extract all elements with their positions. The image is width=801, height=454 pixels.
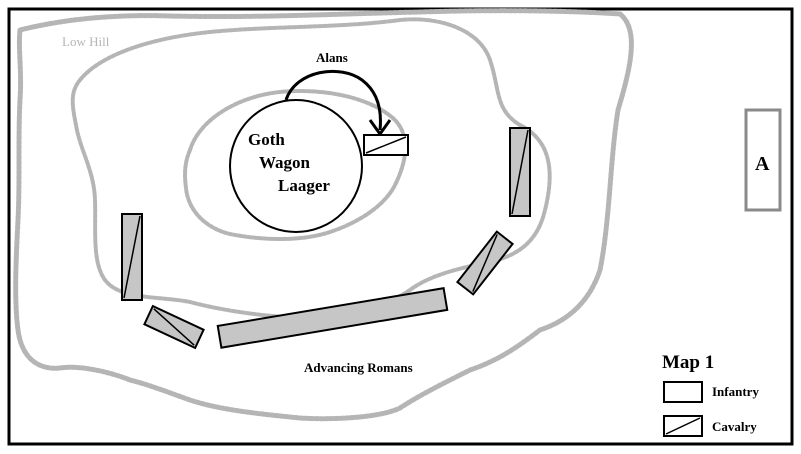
alan-cavalry-unit	[363, 134, 409, 156]
hill-contour-outer	[13, 8, 634, 422]
alans-label: Alans	[316, 50, 348, 65]
legend-cavalry-diagonal	[665, 417, 701, 435]
position-a-label: A	[755, 153, 770, 175]
legend-infantry-label: Infantry	[712, 384, 759, 399]
roman-cavalry-lower-left	[143, 304, 205, 350]
advancing-romans-label: Advancing Romans	[304, 360, 413, 375]
goth-label-line2: Wagon	[259, 153, 311, 172]
goth-label-line3: Laager	[278, 176, 330, 195]
roman-infantry-line	[216, 287, 449, 349]
roman-cavalry-right-angled	[456, 230, 514, 296]
roman-cavalry-right	[509, 127, 531, 217]
alans-movement-arrow	[284, 69, 382, 131]
goth-wagon-laager	[229, 99, 363, 233]
goth-label-line1: Goth	[248, 130, 285, 149]
roman-cavalry-left	[121, 213, 143, 301]
map-legend: Map 1 Infantry Cavalry	[662, 352, 759, 437]
legend-infantry-symbol	[663, 381, 703, 403]
hill-contour-inner	[183, 89, 408, 241]
low-hill-label: Low Hill	[62, 34, 110, 49]
map-title: Map 1	[662, 352, 714, 373]
legend-cavalry-label: Cavalry	[712, 419, 757, 434]
position-a-marker	[744, 108, 782, 212]
